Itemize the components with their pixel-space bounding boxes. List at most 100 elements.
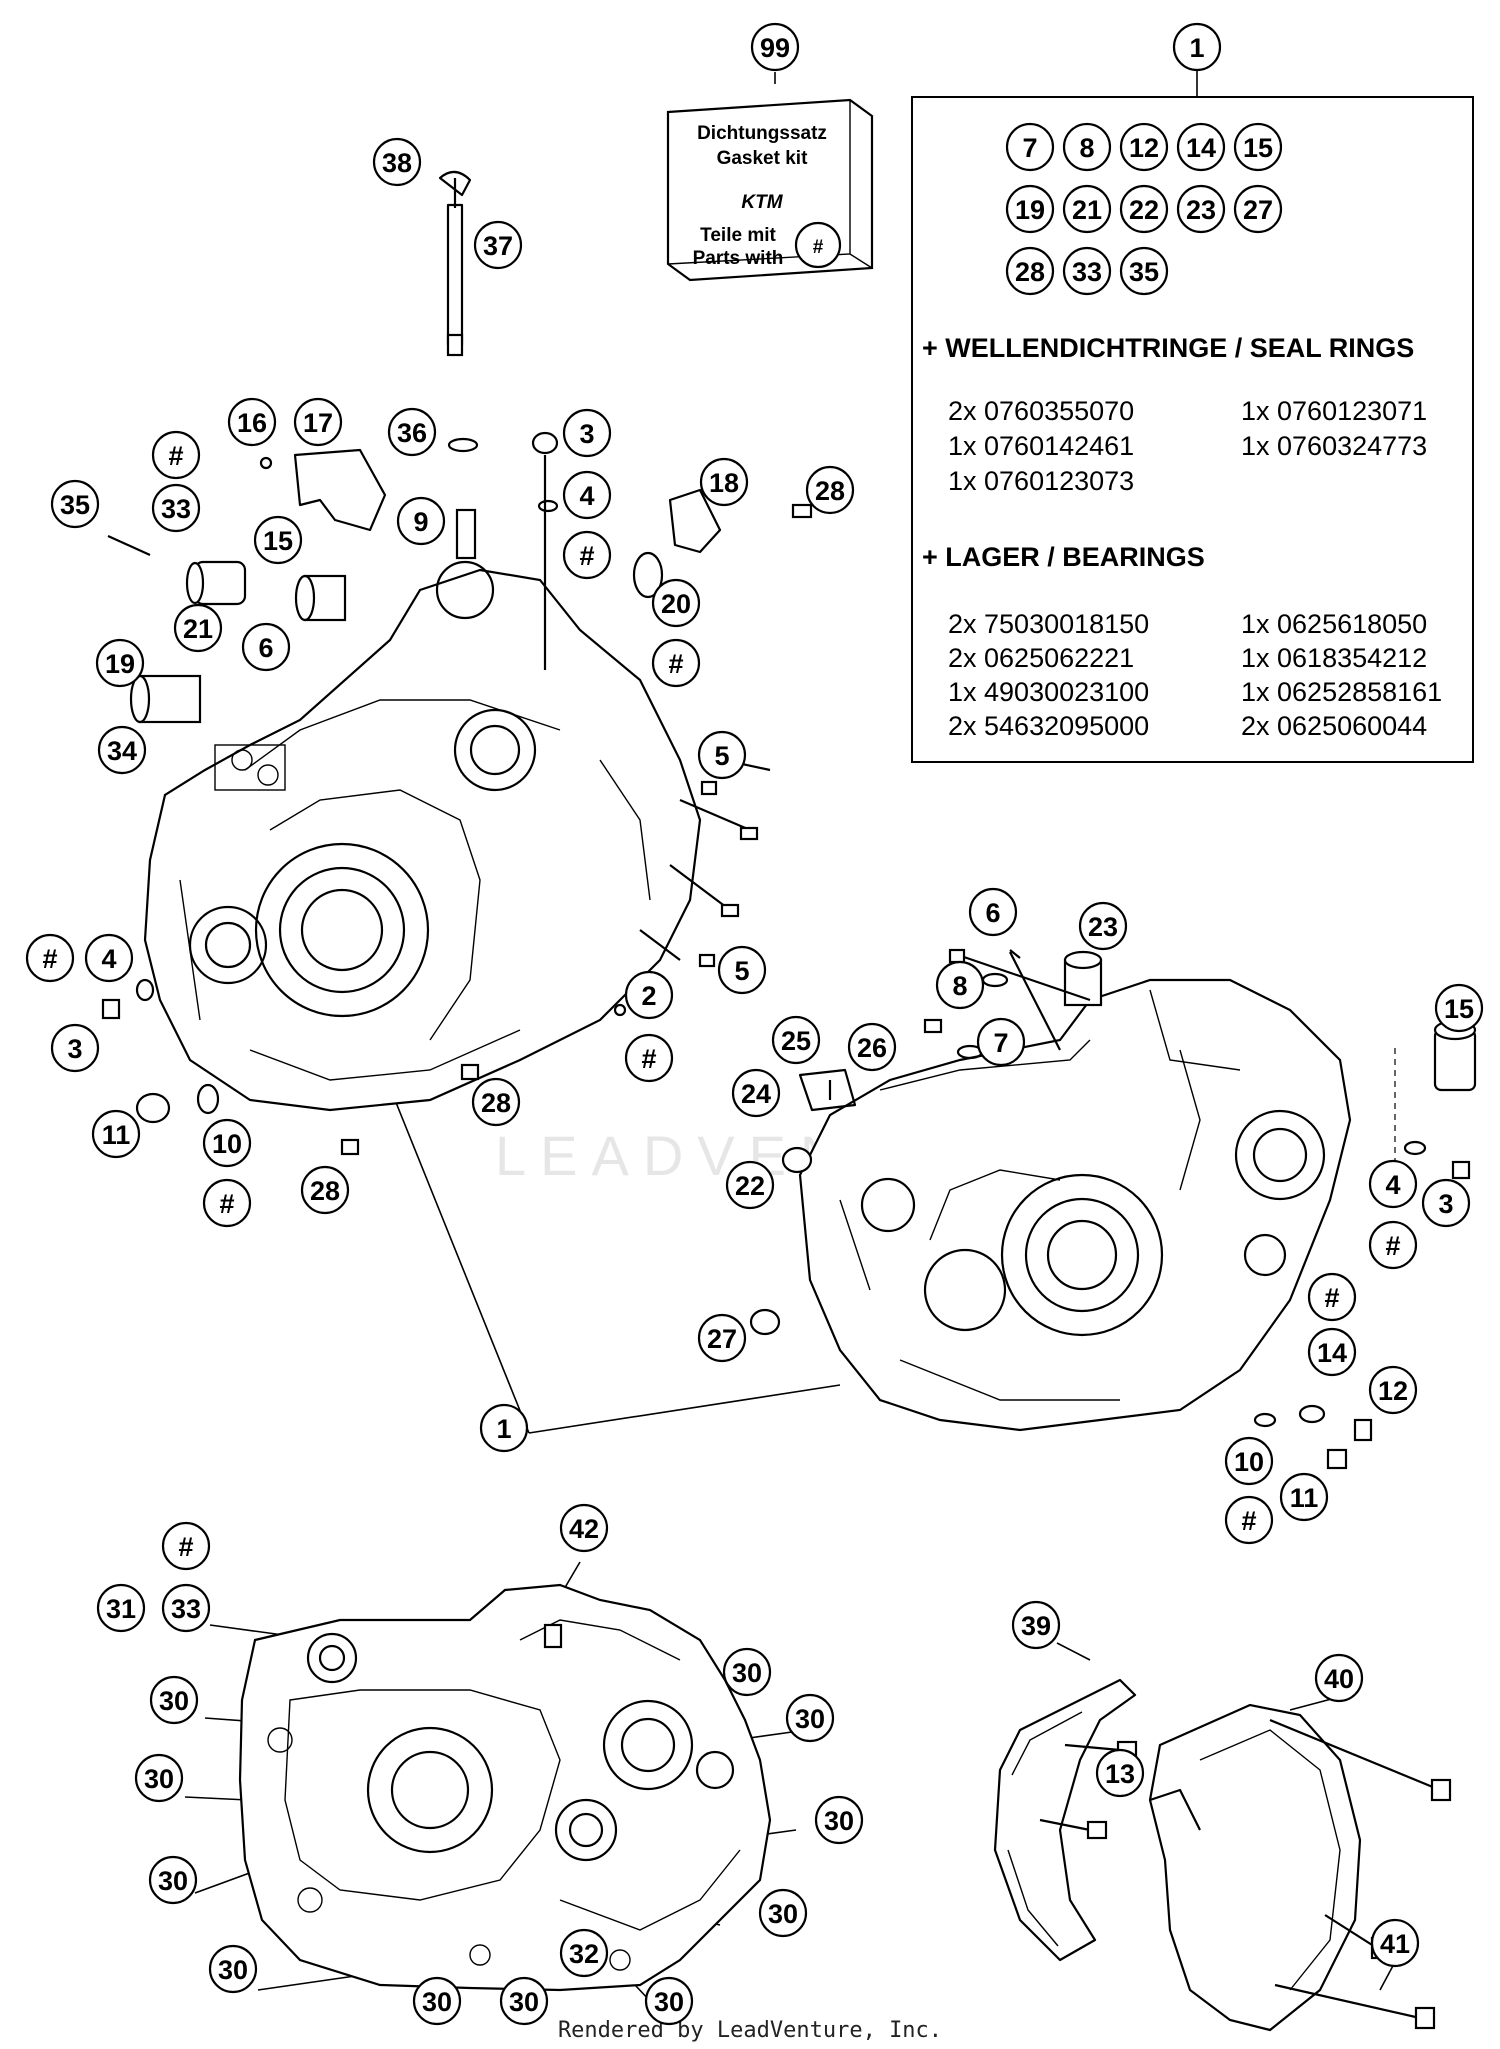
callout-37: 37 [473,220,523,270]
callout-label: 24 [741,1079,771,1109]
callout-kit-marker: # [562,530,612,580]
callout-4: 4 [1368,1159,1418,1209]
callout-23: 23 [1078,901,1128,951]
included-ref-35: 35 [1119,246,1169,296]
callout-label: 22 [735,1171,765,1201]
callout-30: 30 [499,1976,549,2026]
callout-label: 30 [824,1806,854,1836]
callout-33: 33 [151,483,201,533]
callout-label: 10 [1234,1447,1264,1477]
callout-28: 28 [300,1165,350,1215]
callout-30: 30 [149,1675,199,1725]
callout-3: 3 [50,1023,100,1073]
included-ref-15: 15 [1233,122,1283,172]
callout-2: 2 [624,970,674,1020]
callout-30: 30 [208,1944,258,1994]
parts-list-panel: + WELLENDICHTRINGE / SEAL RINGS 2x 07603… [911,96,1474,763]
callout-label: 99 [760,33,790,63]
callout-11: 11 [1279,1472,1329,1522]
right-crankcase-half [798,950,1352,1432]
callout-label: 11 [102,1120,131,1150]
included-ref-8: 8 [1062,122,1112,172]
included-ref-28: 28 [1005,246,1055,296]
callout-label: # [668,649,683,679]
kit-symbol: # [813,237,824,258]
included-ref-23: 23 [1176,184,1226,234]
callout-kit-marker: # [1224,1495,1274,1545]
callout-label: 25 [781,1026,811,1056]
callout-label: 5 [734,956,749,986]
callout-label: 3 [1438,1189,1453,1219]
right-half-small-parts [749,948,1477,1470]
callout-label: 4 [579,481,594,511]
callout-kit-marker: # [151,430,201,480]
footer-credit: Rendered by LeadVenture, Inc. [558,2018,942,2043]
callout-label: 28 [481,1088,511,1118]
callout-3: 3 [562,408,612,458]
callout-42: 42 [559,1503,609,1553]
callout-32: 32 [559,1928,609,1978]
callout-label: 28 [815,476,845,506]
callout-label: 23 [1088,912,1118,942]
callout-label: 31 [106,1594,136,1624]
callout-label: 26 [857,1033,887,1063]
callout-label: 17 [303,408,333,438]
callout-30: 30 [412,1976,462,2026]
callout-31: 31 [96,1583,146,1633]
callout-39: 39 [1011,1600,1061,1650]
callout-label: 12 [1378,1376,1408,1406]
callout-label: 10 [212,1129,242,1159]
callout-label: 40 [1324,1664,1354,1694]
callout-13: 13 [1095,1748,1145,1798]
callout-label: 5 [714,741,729,771]
callout-label: 30 [795,1704,825,1734]
callout-16: 16 [227,397,277,447]
callout-22: 22 [725,1160,775,1210]
callout-label: 16 [237,408,267,438]
callout-label: 35 [60,490,90,520]
callout-label: 2 [641,981,656,1011]
callout-19: 19 [95,638,145,688]
bearing-line: 1x 06252858161 [1241,677,1442,707]
callout-kit-marker: # [25,933,75,983]
included-ref-14: 14 [1176,122,1226,172]
callout-label: 20 [661,589,691,619]
callout-38: 38 [372,137,422,187]
callout-label: 30 [144,1764,174,1794]
kit-logo: KTM [741,192,783,213]
callout-9: 9 [396,496,446,546]
callout-30: 30 [785,1693,835,1743]
callout-label: 30 [159,1686,189,1716]
callout-30: 30 [722,1647,772,1697]
included-ref-22: 22 [1119,184,1169,234]
callout-6: 6 [241,622,291,672]
bearing-line: 1x 0618354212 [1241,643,1427,673]
callout-99: 99 [750,22,800,72]
kit-line-1: Dichtungssatz [697,123,827,144]
callout-label: 36 [397,418,427,448]
included-ref-21: 21 [1062,184,1112,234]
bearing-line: 2x 75030018150 [948,609,1149,639]
callout-label: 9 [413,507,428,537]
callout-label: # [42,944,57,974]
callout-label: 13 [1105,1759,1135,1789]
callout-1-top: 1 [1172,22,1222,72]
included-ref-19: 19 [1005,184,1055,234]
callout-30: 30 [148,1855,198,1905]
seal-ring-line: 1x 0760324773 [1241,431,1427,461]
callout-label: 3 [67,1034,82,1064]
crankcase-inner-view [238,1583,772,1992]
seal-ring-line: 1x 0760123071 [1241,396,1427,426]
included-ref-label: 12 [1129,133,1159,163]
callout-30: 30 [134,1753,184,1803]
included-ref-label: 21 [1072,195,1102,225]
included-ref-label: 22 [1129,195,1159,225]
callout-label: 21 [183,614,213,644]
included-ref-label: 8 [1079,133,1094,163]
callout-label: # [1241,1506,1256,1536]
callout-4: 4 [84,933,134,983]
bearing-line: 1x 0625618050 [1241,609,1427,639]
callout-label: 4 [1385,1170,1400,1200]
